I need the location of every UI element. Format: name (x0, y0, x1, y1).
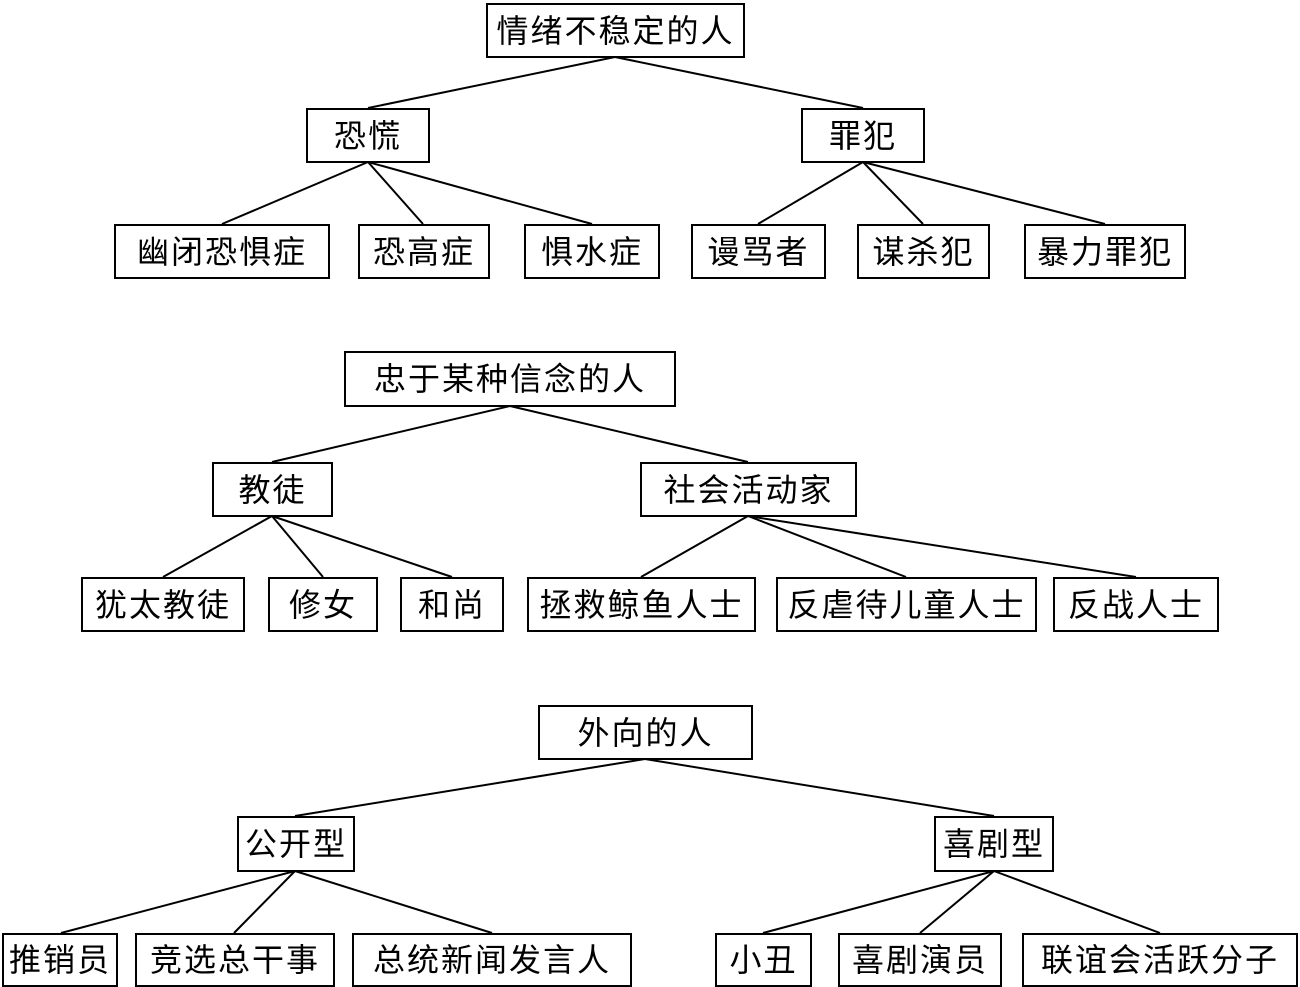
connector-line (862, 161, 1106, 225)
leaf-node: 反虐待儿童人士 (776, 577, 1037, 632)
leaf-node: 谩骂者 (691, 224, 826, 279)
leaf-node: 修女 (268, 577, 378, 632)
group-node: 喜剧型 (934, 816, 1054, 872)
connector-line (367, 161, 593, 225)
leaf-node: 喜剧演员 (838, 933, 1002, 987)
leaf-node: 拯救鲸鱼人士 (527, 577, 756, 632)
connector-line (747, 515, 1137, 578)
leaf-node: 小丑 (715, 933, 812, 987)
root-node: 忠于某种信念的人 (344, 351, 676, 407)
leaf-node: 联谊会活跃分子 (1022, 933, 1298, 987)
connector-line (221, 161, 369, 225)
leaf-node: 反战人士 (1053, 577, 1219, 632)
connector-line (271, 515, 324, 578)
leaf-node: 暴力罪犯 (1024, 224, 1186, 279)
connector-line (162, 515, 273, 578)
group-node: 恐慌 (306, 108, 430, 163)
connector-line (640, 515, 749, 578)
connector-line (233, 870, 296, 934)
connector-line (644, 758, 995, 817)
leaf-node: 恐高症 (358, 224, 490, 279)
root-node: 外向的人 (538, 705, 753, 760)
leaf-node: 总统新闻发言人 (352, 933, 632, 987)
connector-line (747, 515, 907, 578)
connector-line (271, 405, 511, 463)
connector-line (294, 870, 493, 934)
connector-line (509, 405, 749, 463)
leaf-node: 谋杀犯 (857, 224, 990, 279)
group-node: 社会活动家 (640, 462, 857, 517)
root-node: 情绪不稳定的人 (486, 3, 745, 58)
connector-line (614, 56, 864, 109)
connector-line (757, 161, 864, 225)
leaf-node: 竞选总干事 (135, 933, 335, 987)
connector-line (60, 870, 296, 934)
group-node: 罪犯 (801, 108, 925, 163)
leaf-node: 惧水症 (524, 224, 660, 279)
group-node: 教徒 (212, 462, 333, 517)
leaf-node: 推销员 (2, 933, 118, 987)
connector-line (862, 161, 924, 225)
leaf-node: 幽闭恐惧症 (114, 224, 330, 279)
connector-line (762, 870, 995, 934)
connector-line (367, 161, 424, 225)
leaf-node: 和尚 (400, 577, 504, 632)
group-node: 公开型 (237, 816, 355, 872)
connector-line (271, 515, 453, 578)
connector-line (993, 870, 1161, 934)
leaf-node: 犹太教徒 (81, 577, 245, 632)
connector-line (294, 758, 646, 817)
connector-line (367, 56, 616, 109)
connector-line (919, 870, 995, 934)
